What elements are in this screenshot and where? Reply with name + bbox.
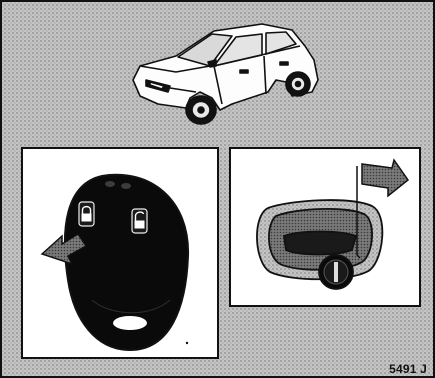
door-handle-panel <box>230 148 420 306</box>
key-fob-remote <box>65 175 188 350</box>
figure-reference-code: 5491 J <box>389 362 427 376</box>
padlock-open-icon <box>132 209 147 233</box>
remote-panel <box>22 148 218 358</box>
padlock-closed-icon <box>79 202 94 226</box>
